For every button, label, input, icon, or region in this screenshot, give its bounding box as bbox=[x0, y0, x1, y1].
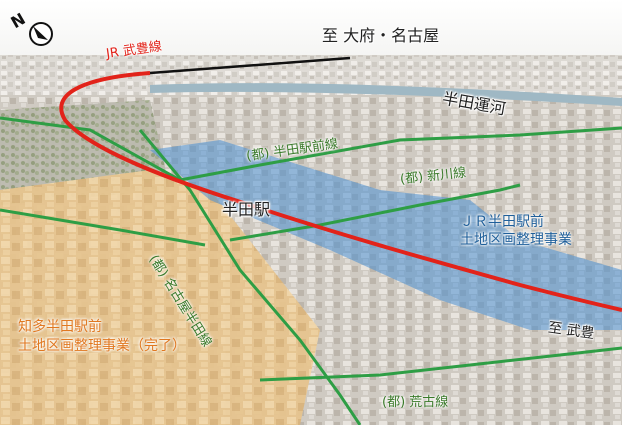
svg-text:N: N bbox=[8, 9, 29, 32]
label-chita-project-line1: 知多半田駅前 bbox=[18, 319, 102, 335]
label-to-obu: 至 大府・名古屋 bbox=[322, 26, 440, 45]
label-chita-project-line2: 土地区画整理事業（完了） bbox=[18, 337, 186, 354]
road-araco bbox=[259, 346, 622, 382]
completed-zone bbox=[0, 170, 320, 425]
label-jr-project: ＪＲ半田駅前 土地区画整理事業 bbox=[460, 214, 572, 249]
label-araco-line: (都) 荒古線 bbox=[382, 395, 449, 410]
railway-jr bbox=[59, 71, 622, 312]
road-shinkawa bbox=[229, 183, 521, 242]
railway-outer bbox=[149, 56, 351, 75]
label-jr-project-line1: ＪＲ半田駅前 bbox=[460, 214, 544, 230]
label-jr-project-line2: 土地区画整理事業 bbox=[460, 231, 572, 248]
canal bbox=[150, 83, 622, 106]
label-station: 半田駅 bbox=[222, 200, 271, 219]
label-chita-project: 知多半田駅前 土地区画整理事業（完了） bbox=[18, 318, 186, 356]
road-handa-ekimae bbox=[0, 116, 622, 182]
north-arrow-icon: N bbox=[7, 4, 56, 48]
road-left-lower bbox=[0, 208, 206, 247]
